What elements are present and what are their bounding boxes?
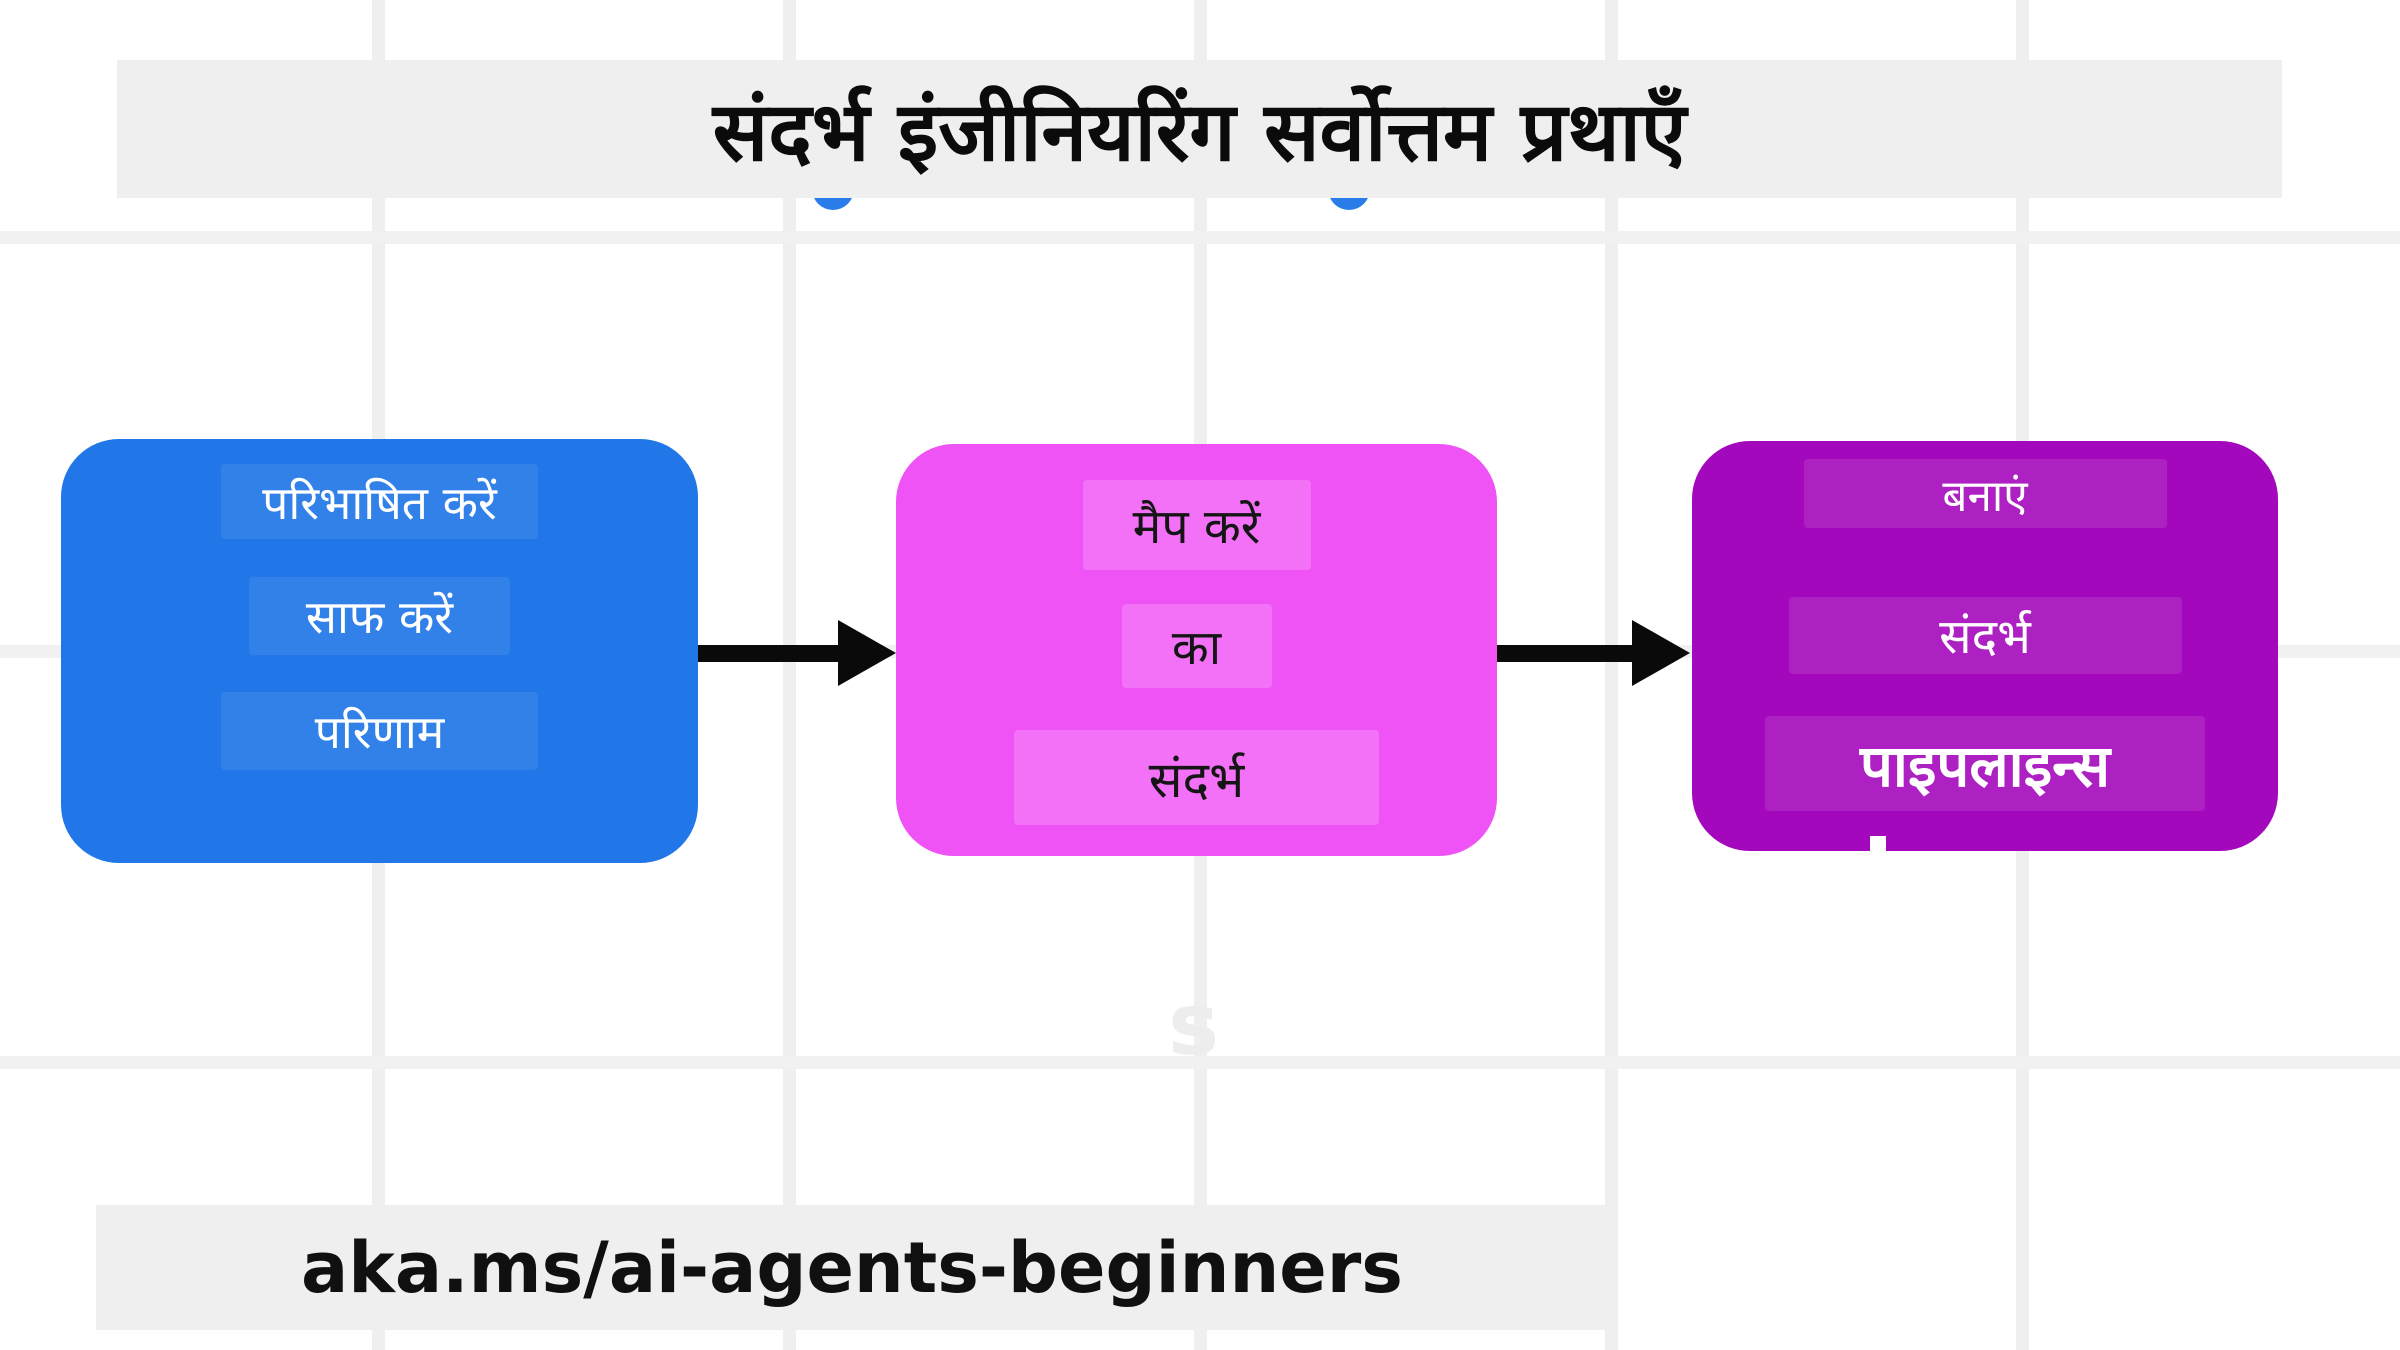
page-title: संदर्भ इंजीनियरिंग सर्वोत्तम प्रथाएँ xyxy=(712,85,1687,180)
footer-bar: aka.ms/ai-agents-beginners xyxy=(96,1205,1608,1330)
box-label: का xyxy=(1121,604,1272,688)
arrow-head xyxy=(1632,620,1690,686)
grid-hline xyxy=(0,231,2400,244)
white-notch-artifact xyxy=(1870,836,1886,852)
box-label: परिभाषित करें xyxy=(221,464,538,539)
grid-vline xyxy=(783,0,796,1350)
grid-hline xyxy=(0,1056,2400,1069)
grid-vline xyxy=(1605,0,1618,1350)
arrow-shaft xyxy=(1497,645,1634,662)
arrow-head xyxy=(838,620,896,686)
box-label: मैप करें xyxy=(1082,480,1311,570)
arrow-shaft xyxy=(698,645,840,662)
box-label: साफ करें xyxy=(249,577,510,655)
box-label: पाइपलाइन्स xyxy=(1765,716,2205,811)
box-label: संदर्भ xyxy=(1014,730,1379,825)
box-label: बनाएं xyxy=(1803,459,2167,528)
ghost-letter: s xyxy=(1168,975,1220,1075)
flow-box-define: परिभाषित करें साफ करें परिणाम xyxy=(61,439,698,863)
box-label: संदर्भ xyxy=(1788,597,2182,674)
box-label: परिणाम xyxy=(221,692,538,770)
flow-box-build: बनाएं संदर्भ पाइपलाइन्स xyxy=(1692,441,2278,851)
title-bar: संदर्भ इंजीनियरिंग सर्वोत्तम प्रथाएँ xyxy=(117,60,2282,198)
flow-arrow-right-icon xyxy=(1497,620,1690,686)
flow-box-map: मैप करें का संदर्भ xyxy=(896,444,1497,856)
footer-url: aka.ms/ai-agents-beginners xyxy=(301,1226,1403,1309)
flow-arrow-right-icon xyxy=(698,620,896,686)
